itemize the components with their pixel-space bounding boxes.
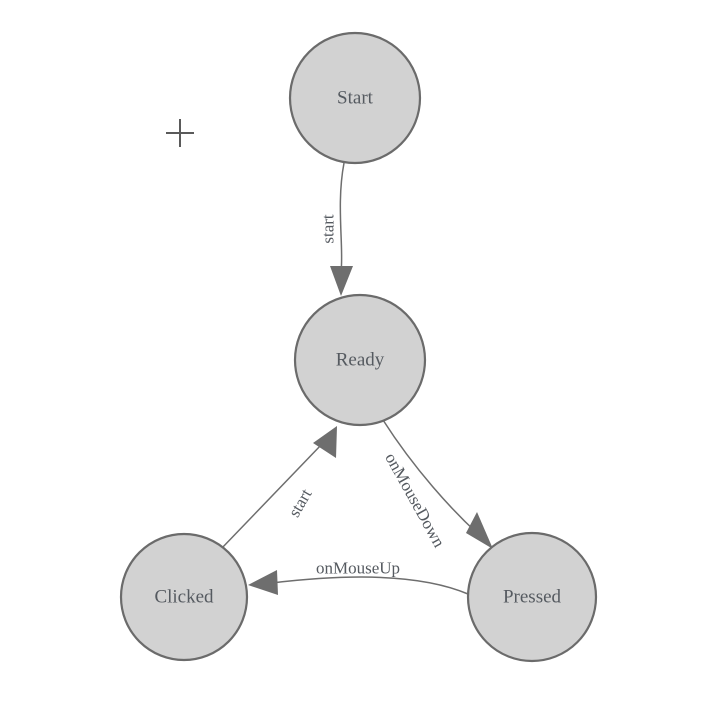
edge-ready-to-pressed[interactable]: [382, 419, 493, 549]
node-clicked[interactable]: Clicked: [119, 532, 249, 662]
arrowhead-into-ready-from-clicked: [313, 426, 337, 458]
arrowhead-into-clicked: [248, 570, 278, 595]
edge-label-start-from-clicked: start: [284, 485, 315, 520]
node-circle-pressed[interactable]: [466, 531, 598, 663]
node-label-ready: Ready: [336, 350, 385, 371]
edge-label-on-mouse-up: onMouseUp: [316, 559, 400, 578]
arrowhead-into-pressed: [466, 512, 493, 549]
edge-path-clicked-to-ready: [221, 443, 323, 549]
node-ready[interactable]: Ready: [293, 293, 427, 427]
edge-start-to-ready[interactable]: [330, 162, 353, 296]
node-label-pressed: Pressed: [503, 587, 562, 608]
edge-label-clicked-to-ready-group: start: [284, 485, 315, 520]
arrowhead-into-ready-from-start: [330, 266, 353, 296]
node-label-start: Start: [337, 88, 374, 109]
node-circle-start[interactable]: [288, 31, 422, 165]
edge-clicked-to-ready[interactable]: [221, 426, 337, 549]
node-label-clicked: Clicked: [154, 587, 214, 608]
node-circle-clicked[interactable]: [119, 532, 249, 662]
crosshair-cursor-icon: [166, 119, 194, 147]
node-pressed[interactable]: Pressed: [466, 531, 598, 663]
edge-path-ready-to-pressed: [382, 419, 479, 535]
edge-label-pressed-to-clicked-group: onMouseUp: [316, 559, 400, 578]
node-start[interactable]: Start: [288, 31, 422, 165]
node-circle-ready[interactable]: [293, 293, 427, 427]
edge-path-start-to-ready: [339, 162, 345, 273]
edge-pressed-to-clicked[interactable]: [248, 570, 469, 595]
edge-label-start-to-ready-group: start: [319, 214, 338, 244]
edge-path-pressed-to-clicked: [271, 576, 469, 595]
edge-label-start-to-ready: start: [319, 214, 338, 244]
